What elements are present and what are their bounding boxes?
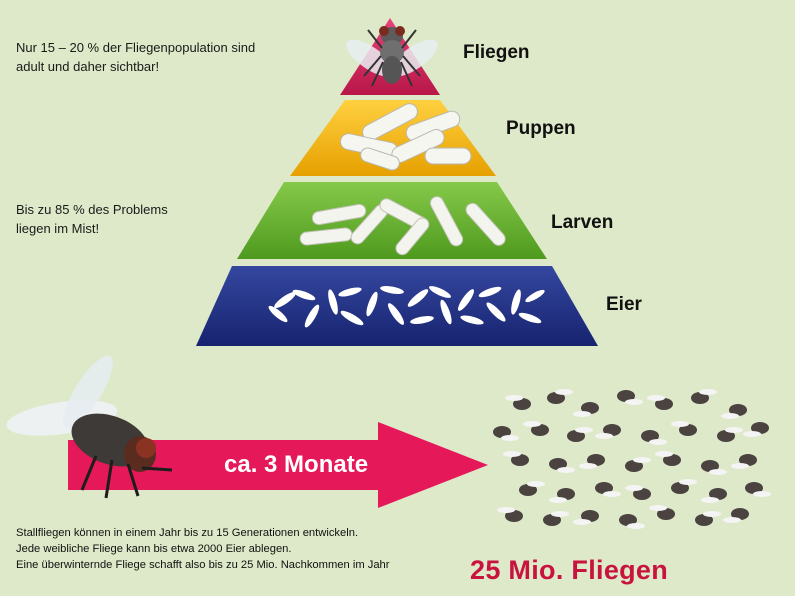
- larvae-icons: [299, 196, 506, 256]
- arrow-label: ca. 3 Monate: [224, 451, 369, 478]
- bottom-explanation-line2: Jede weibliche Fliege kann bis etwa 2000…: [16, 543, 292, 555]
- result-count: 25 Mio. Fliegen: [470, 555, 669, 585]
- label-flies: Fliegen: [463, 42, 530, 63]
- adult-fly-icon: [346, 26, 438, 87]
- house-fly-icon: [6, 355, 173, 499]
- label-larvae: Larven: [551, 212, 614, 233]
- note-manure-problem: Bis zu 85 % des Problems liegen im Mist!: [16, 200, 236, 238]
- note-visible-adults-line2: adult und daher sichtbar!: [16, 59, 160, 74]
- label-eggs: Eier: [606, 294, 642, 315]
- time-arrow: [68, 422, 488, 508]
- note-manure-problem-line2: liegen im Mist!: [16, 221, 100, 236]
- label-pupae: Puppen: [506, 118, 576, 139]
- note-visible-adults: Nur 15 – 20 % der Fliegenpopulation sind…: [16, 38, 316, 76]
- bottom-explanation-line1: Stallfliegen können in einem Jahr bis zu…: [16, 527, 359, 539]
- bottom-explanation-line3: Eine überwinternde Fliege schafft also b…: [16, 559, 390, 571]
- egg-icons: [268, 286, 545, 328]
- pyramid-level-eggs: [196, 266, 598, 346]
- bottom-explanation: Stallfliegen können in einem Jahr bis zu…: [16, 525, 456, 573]
- note-visible-adults-line1: Nur 15 – 20 % der Fliegenpopulation sind: [16, 40, 256, 55]
- note-manure-problem-line1: Bis zu 85 % des Problems: [16, 202, 168, 217]
- pyramid-level-larvae: [237, 182, 547, 259]
- fly-swarm-icon: [493, 389, 771, 529]
- pupae-icons: [339, 103, 472, 171]
